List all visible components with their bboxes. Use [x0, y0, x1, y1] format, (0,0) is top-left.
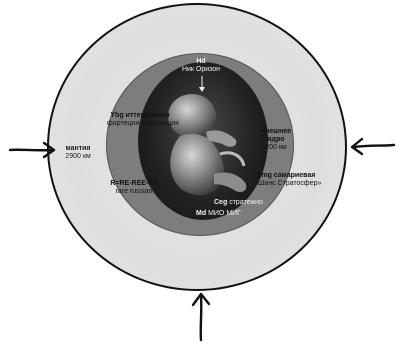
smg-label: Smg самариевая «Шанс Стратосфер»	[254, 172, 318, 188]
bottom-title: Md	[196, 210, 206, 217]
arrow-left-icon	[350, 136, 396, 156]
mantle-title: мантия	[65, 145, 90, 152]
top-core-label: Hd Ник Оризон	[170, 58, 232, 74]
ceg-label: Ceg стратежно	[214, 199, 276, 207]
ceg-title: Ceg	[214, 199, 227, 206]
ybg-sub: фортеция-коррозация	[107, 120, 173, 128]
fetus-figure-icon	[150, 88, 260, 208]
arrow-right-icon	[8, 140, 56, 160]
top-core-sub: Ник Оризон	[170, 66, 232, 74]
smg-sub: «Шанс Стратосфер»	[254, 180, 318, 188]
rare-label: R=RE-REE-TR rare russian	[108, 180, 160, 196]
mantle-label: мантия 2900 км	[58, 145, 98, 161]
bottom-sub: МИО МИГ	[208, 210, 241, 217]
smg-title: Smg самариевая	[257, 172, 316, 179]
outer-core-title: внешнее ядро	[258, 128, 294, 144]
rare-sub: rare russian	[108, 188, 160, 196]
ybg-title: Ybg иттербиевая	[110, 112, 169, 119]
bottom-label: Md МИО МИГ	[196, 210, 258, 218]
arrow-up-icon	[190, 292, 212, 342]
ceg-sub: стратежно	[229, 199, 263, 206]
outer-core-sub: 200 км	[256, 144, 296, 152]
top-core-title: Hd	[196, 58, 205, 65]
mantle-sub: 2900 км	[58, 153, 98, 161]
ybg-label: Ybg иттербиевая фортеция-коррозация	[107, 112, 173, 128]
rare-title: R=RE-REE-TR	[110, 180, 157, 187]
outer-core-label: внешнее ядро 200 км	[256, 128, 296, 152]
small-arrow-down-icon	[199, 76, 205, 92]
